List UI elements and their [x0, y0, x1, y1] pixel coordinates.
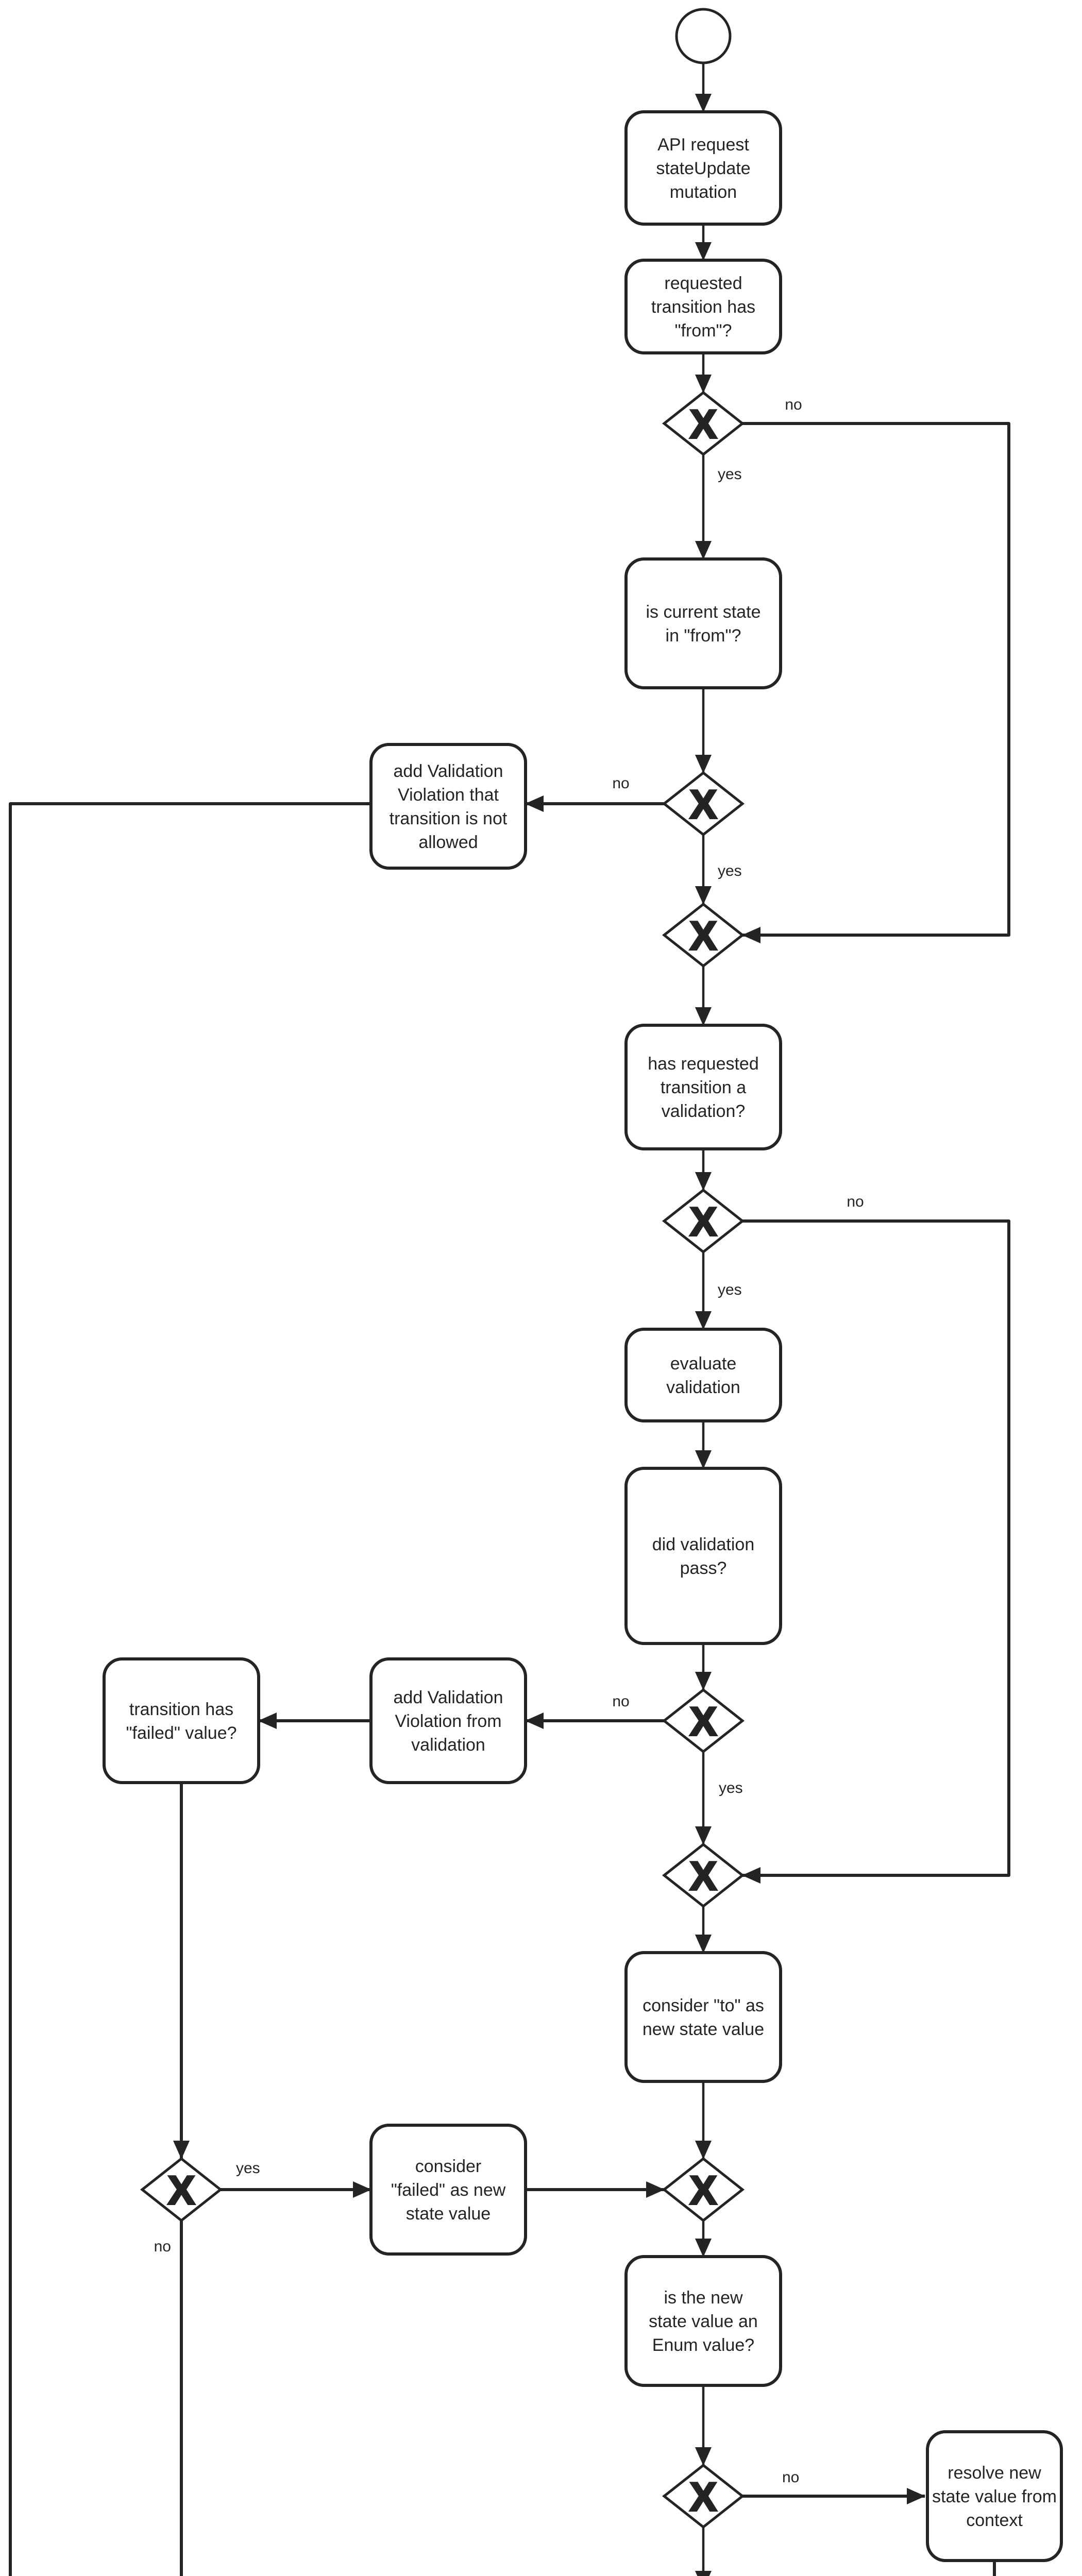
task-transition-has-failed-value: transition has"failed" value?: [103, 1657, 260, 1784]
edge-has-from-yes-label: yes: [718, 466, 742, 483]
edge-current-state-no-label: no: [612, 775, 629, 792]
gateway-is-enum-x-glyph: X: [690, 2474, 717, 2519]
edge-has-validation-no-label: no: [847, 1193, 864, 1210]
task-add-violation-from-validation-rect: [369, 1657, 527, 1784]
edge-has-from-no-label: no: [785, 396, 802, 413]
task-transition-has-failed-value-rect: [103, 1657, 260, 1784]
task-consider-to-rect: [624, 1951, 782, 2083]
gateway-current-state-in-from-diamond: [662, 771, 745, 837]
task-transition-has-failed-value-label: transition has"failed" value?: [126, 1700, 236, 1743]
task-consider-failed-rect: [369, 2124, 527, 2256]
gateway-has-failed-value: X: [140, 2157, 223, 2223]
edge-did-pass-yes-label: yes: [719, 1780, 743, 1797]
gateway-merge-2-x-glyph: X: [690, 1853, 717, 1899]
gateway-has-validation-x-glyph: X: [690, 1199, 717, 1244]
task-did-validation-pass-rect: [624, 1467, 782, 1645]
task-has-validation-rect: [624, 1024, 782, 1150]
gateway-has-validation-diamond: [662, 1188, 745, 1254]
gateway-merge-1-diamond: [662, 902, 745, 968]
gateway-has-from-x-glyph: X: [690, 401, 717, 447]
task-resolve-from-context-rect: [926, 2430, 1063, 2562]
gateway-has-failed-value-diamond: [140, 2157, 223, 2223]
task-requested-transition-has-from-rect: [624, 259, 782, 354]
gateway-merge-3-x-glyph: X: [690, 2167, 717, 2213]
start-event: [675, 8, 732, 64]
task-is-enum-value-rect: [624, 2255, 782, 2387]
edge-resolve-to-merge4: [993, 2561, 996, 2576]
edge-has-failed-no-down-label: no: [154, 2238, 171, 2255]
gateway-has-failed-value-x-glyph: X: [168, 2167, 195, 2213]
task-add-violation-not-allowed-rect: [369, 743, 527, 870]
gateway-merge-2-diamond: [662, 1842, 745, 1908]
edge-current-state-yes-label: yes: [718, 862, 742, 879]
gateway-is-enum: X: [662, 2463, 745, 2529]
gateway-current-state-in-from-x-glyph: X: [690, 782, 717, 827]
gateway-merge-3-diamond: [662, 2157, 745, 2223]
gateway-has-validation: X: [662, 1188, 745, 1254]
gateway-did-pass: X: [662, 1688, 745, 1754]
gateway-merge-1: X: [662, 902, 745, 968]
edge-has-validation-yes-label: yes: [718, 1281, 742, 1298]
task-api-request-rect: [624, 110, 782, 226]
gateway-is-enum-diamond: [662, 2463, 745, 2529]
gateway-did-pass-x-glyph: X: [690, 1699, 717, 1744]
edge-has-failed-yes-label: yes: [236, 2160, 260, 2177]
gateway-current-state-in-from: X: [662, 771, 745, 837]
edge-did-pass-no-label: no: [612, 1693, 629, 1710]
edge-is-enum-no-label: no: [782, 2469, 799, 2486]
edge-violation-not-allowed-to-final-merge: [9, 802, 371, 2576]
gateway-did-pass-diamond: [662, 1688, 745, 1754]
gateway-has-from-diamond: [662, 391, 745, 456]
task-is-current-state-in-from-rect: [624, 557, 782, 689]
gateway-merge-1-x-glyph: X: [690, 913, 717, 958]
gateway-has-from: X: [662, 391, 745, 456]
edge-has-validation-no: [742, 1219, 1010, 1884]
gateway-merge-3: X: [662, 2157, 745, 2223]
task-evaluate-validation-rect: [624, 1328, 782, 1422]
gateway-merge-2: X: [662, 1842, 745, 1908]
edge-has-from-no: [742, 422, 1010, 943]
